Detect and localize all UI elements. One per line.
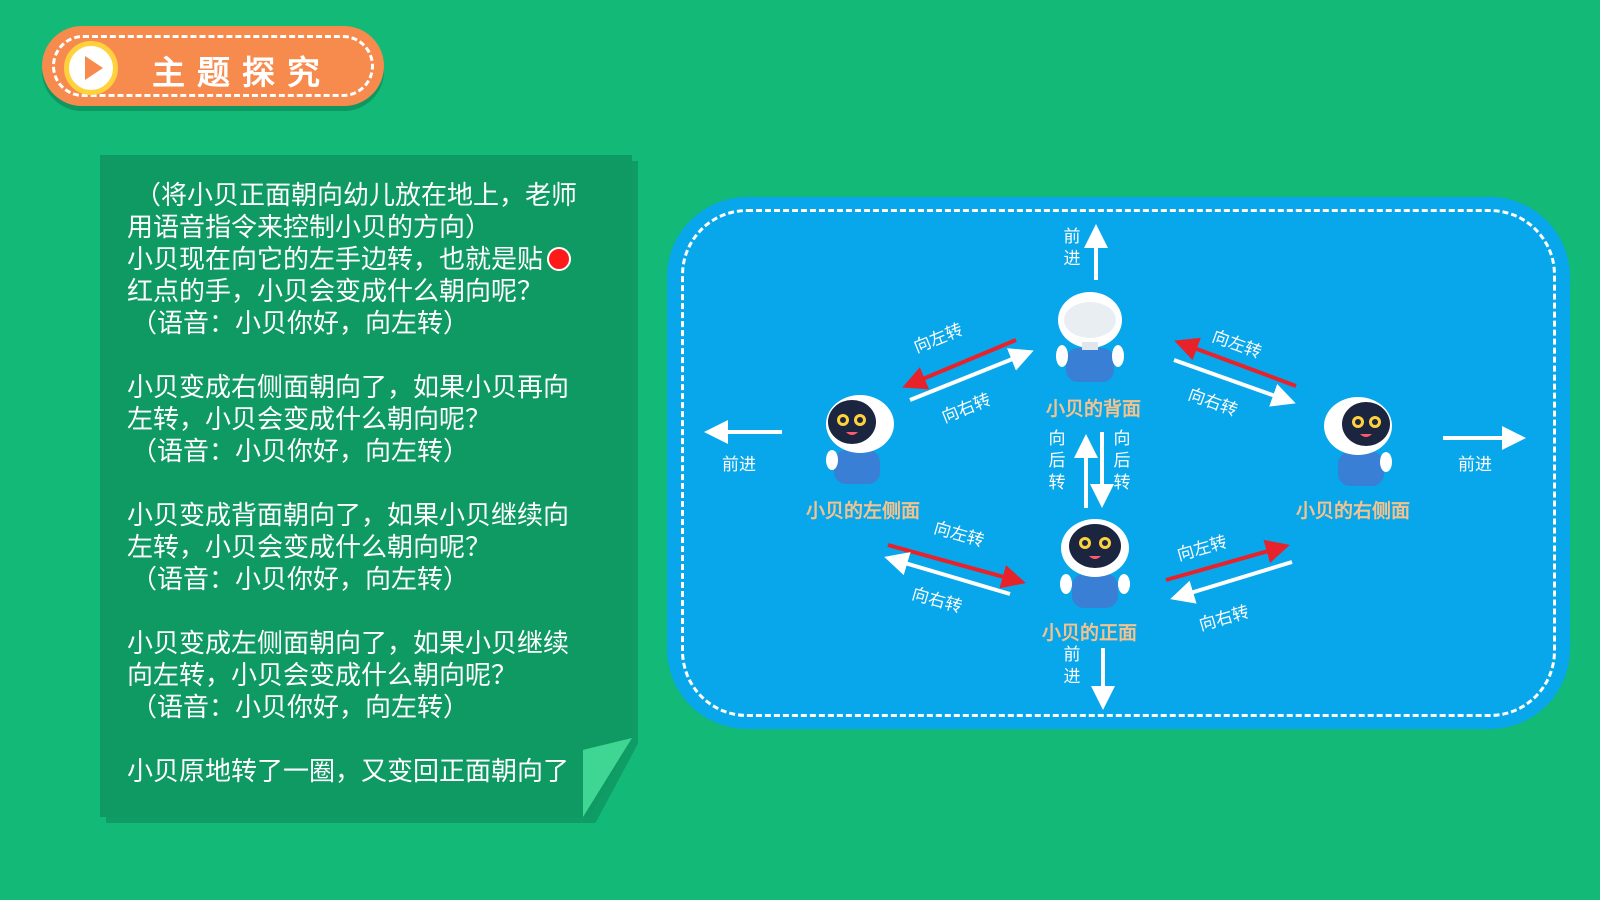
diagram-dashed-border [681, 209, 1556, 717]
note-line: 红点的手，小贝会变成什么朝向呢？ [127, 277, 544, 307]
robot-right-side-icon [1324, 397, 1392, 486]
caption-back: 小贝的背面 [1046, 398, 1142, 420]
turn-back-label-right: 向后转 [1113, 429, 1131, 493]
turn-back-label-left: 向后转 [1048, 429, 1066, 493]
forward-label-right: 前进 [1458, 455, 1492, 475]
turn-right-arrow [1173, 358, 1296, 407]
note-line: 左转，小贝会变成什么朝向呢？ [127, 533, 492, 563]
caption-right-side: 小贝的右侧面 [1296, 500, 1411, 522]
note-line: 小贝变成右侧面朝向了，如果小贝再向 [127, 373, 570, 403]
note-line: （语音：小贝你好，向左转） [131, 437, 470, 467]
section-header: 主题探究 [42, 26, 384, 106]
note-line: 小贝现在向它的左手边转，也就是贴 [127, 244, 597, 276]
turn-right-arrow [884, 552, 1011, 596]
header-dashed-border [52, 35, 374, 97]
note-line: （将小贝正面朝向幼儿放在地上，老师 [135, 181, 578, 211]
note-line: 小贝变成背面朝向了，如果小贝继续向 [127, 501, 570, 531]
turn-left-arrow [902, 338, 1017, 390]
rotation-diagram [667, 197, 1570, 729]
turn-left-arrow [1174, 337, 1297, 388]
note-line: （语音：小贝你好，向左转） [131, 693, 470, 723]
note-line: 用语音指令来控制小贝的方向） [127, 213, 492, 243]
note-line: 小贝变成左侧面朝向了，如果小贝继续 [127, 629, 570, 659]
forward-label-bottom: 前进 [1063, 645, 1081, 687]
turn-right-arrow [1170, 560, 1293, 604]
robot-left-side-icon [826, 395, 894, 484]
robot-front-icon [1060, 519, 1130, 608]
note-line: 向左转，小贝会变成什么朝向呢？ [127, 661, 518, 691]
robot-back-icon [1056, 292, 1124, 382]
note-line: （语音：小贝你好，向左转） [131, 309, 470, 339]
turn-right-arrow [909, 348, 1034, 402]
play-icon[interactable] [64, 41, 118, 95]
turn-left-arrow [1165, 539, 1290, 582]
note-line: 左转，小贝会变成什么朝向呢？ [127, 405, 492, 435]
caption-left-side: 小贝的左侧面 [806, 500, 921, 522]
note-panel [100, 155, 632, 817]
note-line: （语音：小贝你好，向左转） [131, 565, 470, 595]
note-text: （将小贝正面朝向幼儿放在地上，老师 用语音指令来控制小贝的方向） 小贝现在向它的… [127, 180, 597, 788]
note-line: 小贝原地转了一圈，又变回正面朝向了 [127, 757, 570, 787]
header-title: 主题探究 [152, 53, 332, 92]
forward-label-left: 前进 [722, 455, 756, 475]
turn-left-arrow [887, 543, 1026, 589]
forward-label-top: 前进 [1063, 227, 1081, 269]
red-dot-icon [547, 247, 572, 271]
caption-front: 小贝的正面 [1042, 622, 1138, 644]
